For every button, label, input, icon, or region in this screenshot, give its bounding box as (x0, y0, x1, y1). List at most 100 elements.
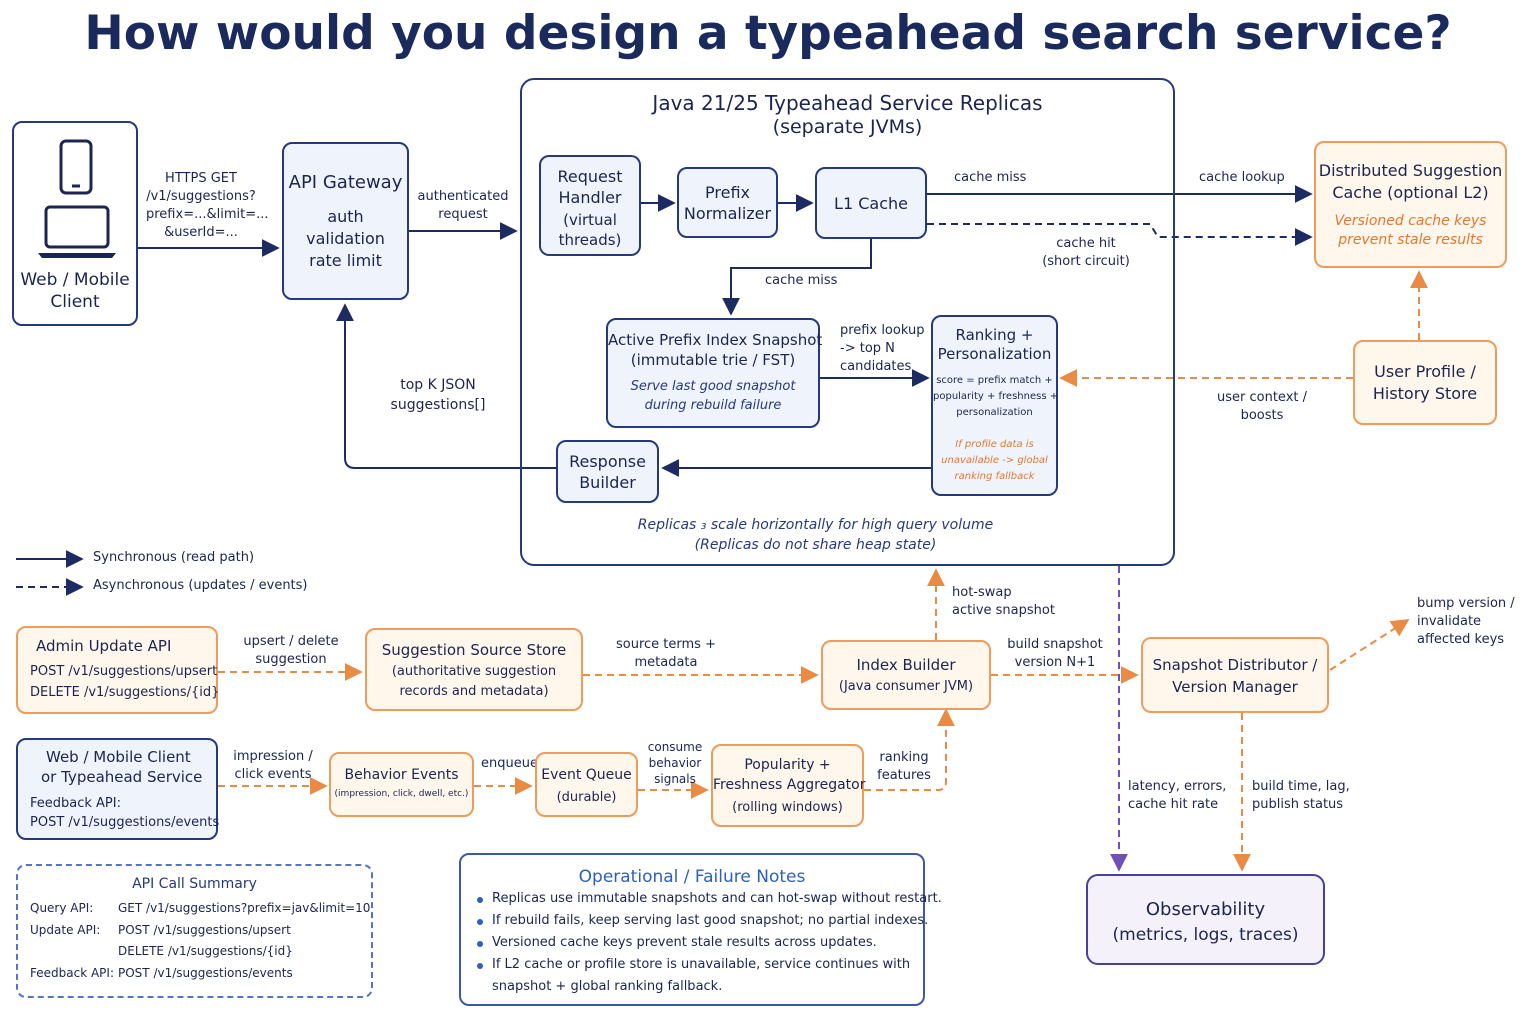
ranking-score-2: popularity + freshness + (933, 391, 1059, 402)
normalizer-label-2: Normalizer (683, 204, 772, 223)
gateway-validation: validation (306, 229, 385, 248)
api-row-value: POST /v1/suggestions/events (118, 965, 293, 980)
behavior-events-sub: (impression, click, dwell, etc.) (334, 789, 469, 799)
index-builder-box: Index Builder (Java consumer JVM) (821, 640, 991, 710)
index-builder-label-2: (Java consumer JVM) (838, 679, 974, 694)
ranking-fallback-2: unavailable -> global (941, 455, 1048, 466)
ranking-label-2: Personalization (937, 345, 1052, 363)
bullet-dot (477, 897, 483, 903)
legend-sync: Synchronous (read path) (93, 550, 255, 565)
latency-label: latency, errors,cache hit rate (1128, 779, 1227, 812)
dist-cache-label-2: Cache (optional L2) (1332, 183, 1489, 202)
feedback-client-box: Web / Mobile Client or Typeahead Service… (16, 738, 220, 840)
cache-miss-down-label: cache miss (765, 273, 838, 288)
behavior-events-box: Behavior Events (impression, click, dwel… (329, 752, 474, 817)
api-row-key: Feedback API: (30, 965, 114, 980)
source-store-title: Suggestion Source Store (381, 641, 567, 659)
user-profile-label-2: History Store (1372, 384, 1478, 403)
feedback-api-endpoint: POST /v1/suggestions/events (30, 815, 220, 830)
gateway-title: API Gateway (288, 172, 403, 193)
admin-api-box: Admin Update API POST /v1/suggestions/up… (16, 626, 220, 714)
api-row-value: POST /v1/suggestions/upsert (118, 922, 291, 937)
admin-api-post: POST /v1/suggestions/upsert (30, 664, 218, 679)
snapshot-dist-label-2: Version Manager (1172, 678, 1298, 696)
ops-note-item: If L2 cache or profile store is unavaila… (492, 957, 911, 972)
api-row-value: GET /v1/suggestions?prefix=jav&limit=10 (118, 901, 371, 915)
dist-cache-note-2: prevent stale results (1338, 232, 1483, 248)
api-row-value: DELETE /v1/suggestions/{id} (118, 944, 293, 958)
prefix-index-label-1: Active Prefix Index Snapshot (608, 331, 823, 349)
ranking-score-1: score = prefix match + (936, 375, 1053, 386)
impression-label: impression /click events (233, 749, 313, 782)
prefix-index-box: Active Prefix Index Snapshot (immutable … (606, 318, 823, 428)
prefix-index-note-2: during rebuild failure (644, 398, 782, 413)
build-time-label: build time, lag,publish status (1252, 779, 1350, 812)
feedback-api-label: Feedback API: (30, 796, 121, 811)
page-title: How would you design a typeahead search … (84, 6, 1452, 61)
feedback-client-label-2: or Typeahead Service (41, 768, 203, 786)
observability-box: Observability (metrics, logs, traces) (1086, 874, 1325, 965)
legend-async: Asynchronous (updates / events) (93, 578, 308, 593)
user-profile-label-1: User Profile / (1374, 362, 1476, 381)
response-builder-label-1: Response (569, 452, 646, 471)
event-queue-box: Event Queue (durable) (535, 752, 638, 817)
source-store-box: Suggestion Source Store (authoritative s… (365, 628, 583, 711)
index-builder-label-1: Index Builder (856, 656, 956, 674)
aggregator-label-2: Freshness Aggregator (713, 777, 866, 793)
ops-notes-box: Operational / Failure Notes Replicas use… (459, 853, 942, 1006)
ranking-score-3: personalization (956, 407, 1033, 418)
phone-icon (59, 139, 93, 195)
l1-cache-label: L1 Cache (834, 194, 908, 213)
api-row-key: Query API: (30, 901, 94, 915)
response-builder-label-2: Builder (579, 473, 636, 492)
api-summary-box: API Call Summary Query API:GET /v1/sugge… (16, 864, 373, 998)
bullet-dot (477, 941, 483, 947)
aggregator-label-3: (rolling windows) (732, 800, 843, 815)
replicas-note-1: Replicas ₃ scale horizontally for high q… (637, 517, 994, 533)
admin-api-delete: DELETE /v1/suggestions/{id} (30, 685, 220, 700)
ranking-box: Ranking + Personalization score = prefix… (931, 315, 1058, 496)
snapshot-dist-label-1: Snapshot Distributor / (1152, 656, 1318, 674)
prefix-index-note-1: Serve last good snapshot (630, 379, 796, 394)
api-gateway-box: API Gateway auth validation rate limit (282, 142, 409, 300)
bullet-dot (477, 963, 483, 969)
source-store-label-2: records and metadata) (399, 684, 549, 699)
dist-cache-note-1: Versioned cache keys (1334, 213, 1487, 229)
event-queue-label: Event Queue (541, 767, 632, 783)
response-builder-box: Response Builder (556, 440, 659, 503)
ranking-fallback-1: If profile data is (955, 439, 1034, 450)
user-context-label: user context /boosts (1217, 390, 1307, 423)
aggregator-label-1: Popularity + (744, 757, 831, 773)
request-label: HTTPS GET/v1/suggestions?prefix=...&limi… (146, 171, 269, 240)
source-terms-label: source terms +metadata (616, 637, 716, 670)
replicas-container: Java 21/25 Typeahead Service Replicas (s… (520, 78, 1175, 566)
cache-miss-top-label: cache miss (954, 170, 1027, 185)
client-label-2: Client (50, 292, 100, 312)
request-handler-label-1: Request (557, 167, 623, 186)
ranking-fallback-3: ranking fallback (954, 471, 1035, 482)
arrow-distributor-bump (1329, 619, 1410, 671)
user-profile-box: User Profile / History Store (1353, 340, 1497, 425)
behavior-events-label: Behavior Events (344, 767, 459, 783)
observability-sub: (metrics, logs, traces) (1112, 925, 1299, 945)
aggregator-box: Popularity + Freshness Aggregator (rolli… (711, 744, 866, 827)
ops-note-item: Replicas use immutable snapshots and can… (492, 891, 942, 906)
bullet-dot (477, 919, 483, 925)
admin-api-title: Admin Update API (36, 637, 172, 655)
prefix-normalizer-box: Prefix Normalizer (677, 167, 778, 238)
client-box: Web / Mobile Client (12, 121, 138, 326)
cache-hit-label: cache hit(short circuit) (1042, 236, 1130, 269)
request-handler-label-3: (virtual (563, 211, 617, 229)
gateway-rate-limit: rate limit (309, 251, 382, 270)
api-row-key: Update API: (30, 922, 101, 937)
ops-note-item: Versioned cache keys prevent stale resul… (492, 935, 877, 950)
cache-lookup-label: cache lookup (1199, 170, 1285, 185)
event-queue-sub: (durable) (556, 790, 617, 805)
